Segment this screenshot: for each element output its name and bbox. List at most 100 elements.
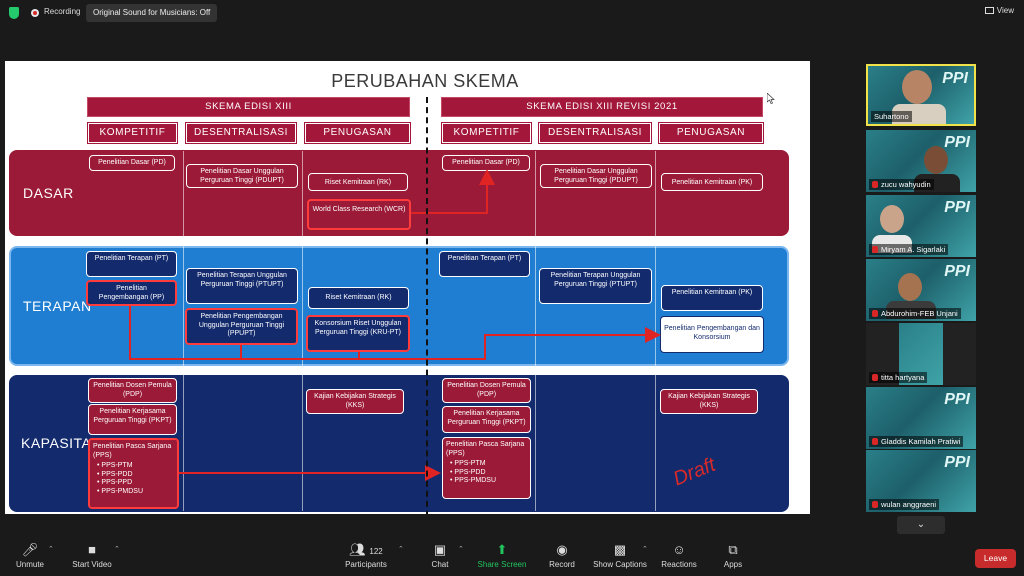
edition-divider-dashed-line — [426, 97, 428, 514]
participant-tile[interactable]: titta hartyana — [866, 323, 976, 385]
view-button[interactable]: View — [984, 6, 1014, 15]
slide-title: PERUBAHAN SKEMA — [331, 71, 519, 91]
box-pp-left: Penelitian Pengembangan (PP) — [86, 280, 177, 306]
chat-button[interactable]: ▣ Chat ⌃ — [410, 542, 470, 569]
list-item: PPS-PPD — [93, 479, 174, 488]
muted-mic-icon — [872, 374, 878, 381]
box-ppk: Penelitian Pengembangan dan Konsorsium — [660, 316, 764, 353]
background-logo: PPI — [944, 199, 970, 216]
original-sound-button[interactable]: Original Sound for Musicians: Off — [86, 4, 218, 22]
box-pt-left: Penelitian Terapan (PT) — [86, 251, 177, 277]
participant-tile[interactable]: PPI Miryam A. Sigarlaki — [866, 195, 976, 257]
scroll-participants-chevron-down-icon[interactable]: ⌄ — [897, 516, 945, 534]
background-logo: PPI — [944, 263, 970, 280]
col-header-desentralisasi-right: DESENTRALISASI — [538, 122, 652, 144]
participant-face — [898, 273, 922, 301]
reactions-button[interactable]: ☺ Reactions — [649, 542, 709, 569]
list-item: PPS-PTM — [93, 462, 174, 471]
muted-mic-icon — [872, 501, 878, 508]
box-pdupt-left: Penelitian Dasar Unggulan Perguruan Ting… — [186, 164, 298, 188]
participant-face — [880, 205, 904, 233]
participant-name: Suhartono — [871, 111, 912, 122]
list-item: PPS-PDD — [93, 471, 174, 480]
record-icon: ◉ — [556, 542, 568, 557]
column-divider — [535, 151, 536, 511]
background-logo: PPI — [944, 134, 970, 151]
participant-name: wulan anggraeni — [869, 499, 940, 510]
box-pps-right: Penelitian Pasca Sarjana (PPS) PPS-PTM P… — [442, 437, 531, 499]
participant-name: titta hartyana — [869, 372, 928, 383]
participant-tile[interactable]: PPI wulan anggraeni — [866, 450, 976, 512]
row-label-dasar: DASAR — [23, 185, 74, 201]
meeting-toolbar: 🎤︎ Unmute ⌃ ■ Start Video ⌃ 👥︎ 122 Parti… — [0, 538, 1024, 576]
chevron-up-icon[interactable]: ⌃ — [48, 546, 54, 553]
box-pt-right: Penelitian Terapan (PT) — [439, 251, 530, 277]
chevron-up-icon[interactable]: ⌃ — [642, 546, 648, 553]
box-pd-right: Penelitian Dasar (PD) — [442, 155, 530, 171]
list-item: PPS-PMDSU — [446, 477, 527, 486]
chevron-up-icon[interactable]: ⌃ — [458, 546, 464, 553]
list-item: PPS-PTM — [446, 460, 527, 469]
security-shield-icon[interactable] — [9, 7, 19, 19]
pps-right-list: PPS-PTM PPS-PDD PPS-PMDSU — [446, 460, 527, 486]
share-screen-button[interactable]: ⬆ Share Screen — [472, 542, 532, 569]
box-ptupt-left: Penelitian Terapan Unggulan Perguruan Ti… — [186, 268, 298, 304]
col-header-penugasan-right: PENUGASAN — [658, 122, 764, 144]
mouse-cursor-icon — [767, 93, 775, 104]
participant-face — [902, 70, 932, 104]
muted-mic-icon — [872, 310, 878, 317]
pps-right-title: Penelitian Pasca Sarjana (PPS) — [446, 441, 525, 457]
box-pk-terapan: Penelitian Kemitraan (PK) — [661, 285, 763, 311]
participant-name: Gladdis Kamilah Pratiwi — [869, 436, 964, 447]
unmute-label: Unmute — [15, 560, 44, 569]
chat-label: Chat — [431, 560, 449, 569]
leave-button[interactable]: Leave — [975, 549, 1016, 568]
unmute-button[interactable]: 🎤︎ Unmute ⌃ — [0, 542, 60, 569]
participant-tile[interactable]: PPI Abdurohim-FEB Unjani — [866, 259, 976, 321]
box-pps-left: Penelitian Pasca Sarjana (PPS) PPS-PTM P… — [88, 438, 179, 509]
box-kru-pt: Konsorsium Riset Unggulan Perguruan Ting… — [306, 315, 410, 352]
chevron-up-icon[interactable]: ⌃ — [114, 546, 120, 553]
captions-cc-icon: ▩ — [613, 542, 627, 557]
pps-left-title: Penelitian Pasca Sarjana (PPS) — [93, 443, 172, 459]
record-button[interactable]: ◉ Record — [532, 542, 592, 569]
recording-label: Recording — [44, 7, 81, 16]
row-label-terapan: TERAPAN — [23, 298, 92, 314]
meeting-top-bar: Recording Original Sound for Musicians: … — [0, 0, 1024, 26]
left-scheme-header: SKEMA EDISI XIII — [87, 97, 410, 117]
muted-microphone-icon: 🎤︎ — [21, 542, 39, 557]
participant-tile[interactable]: PPI Gladdis Kamilah Pratiwi — [866, 387, 976, 449]
participant-name: zucu wahyudin — [869, 179, 934, 190]
box-pd-left: Penelitian Dasar (PD) — [89, 155, 175, 171]
list-item: PPS-PDD — [446, 469, 527, 478]
shared-screen-slide: PERUBAHAN SKEMA SKEMA EDISI XIII SKEMA E… — [5, 61, 810, 514]
share-screen-label: Share Screen — [477, 560, 527, 569]
pps-left-list: PPS-PTM PPS-PDD PPS-PPD PPS-PMDSU — [93, 462, 174, 496]
start-video-button[interactable]: ■ Start Video ⌃ — [62, 542, 122, 569]
box-pdp-right: Penelitian Dosen Pemula (PDP) — [442, 378, 531, 403]
box-pdp-left: Penelitian Dosen Pemula (PDP) — [88, 378, 177, 403]
participant-tile[interactable]: PPI Suhartono — [866, 64, 976, 126]
show-captions-button[interactable]: ▩ Show Captions ⌃ — [590, 542, 650, 569]
muted-mic-icon — [872, 246, 878, 253]
background-logo: PPI — [942, 70, 968, 87]
column-divider — [183, 151, 184, 511]
chevron-up-icon[interactable]: ⌃ — [398, 546, 404, 553]
recording-icon — [31, 9, 39, 17]
box-wcr: World Class Research (WCR) — [307, 199, 411, 230]
participants-label: Participants — [345, 560, 387, 569]
row-label-kapasitas: KAPASITAS — [21, 435, 102, 451]
background-logo: PPI — [944, 391, 970, 408]
share-screen-icon: ⬆ — [496, 542, 508, 557]
show-captions-label: Show Captions — [593, 560, 647, 569]
reactions-emoji-icon: ☺ — [672, 542, 686, 557]
participants-button[interactable]: 👥︎ 122 Participants ⌃ — [336, 542, 404, 569]
start-video-label: Start Video — [72, 560, 112, 569]
column-divider — [302, 151, 303, 511]
background-logo: PPI — [944, 454, 970, 471]
apps-label: Apps — [723, 560, 743, 569]
box-kks-right: Kajian Kebijakan Strategis (KKS) — [660, 389, 758, 414]
participant-tile[interactable]: PPI zucu wahyudin — [866, 130, 976, 192]
apps-button[interactable]: ⧉ Apps — [703, 542, 763, 569]
reactions-label: Reactions — [661, 560, 697, 569]
